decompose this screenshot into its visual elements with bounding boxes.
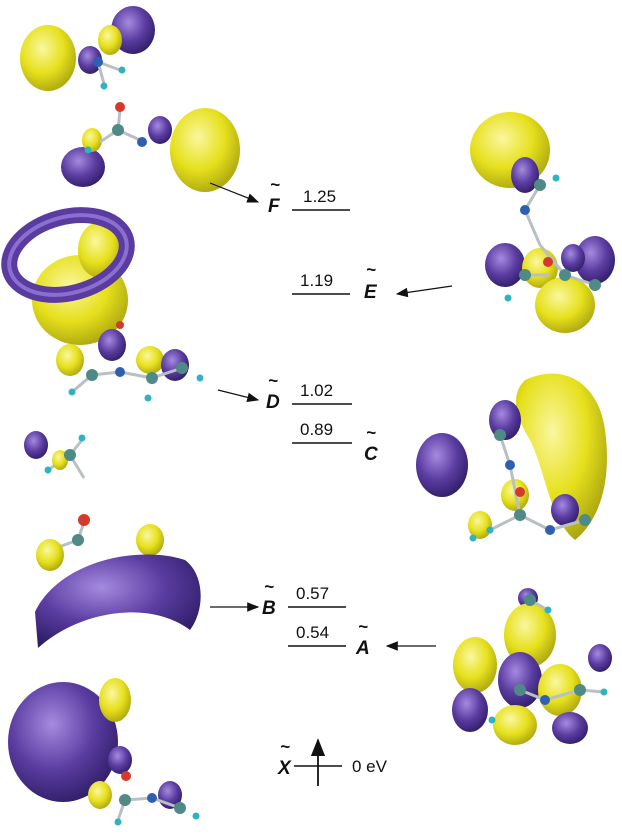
state-X-tilde: ~ bbox=[280, 737, 290, 756]
state-D-energy: 1.02 bbox=[300, 381, 333, 400]
orbital-image-B bbox=[24, 431, 201, 648]
pointer-arrow-E bbox=[395, 285, 453, 298]
state-F-tilde: ~ bbox=[270, 175, 280, 194]
state-E-energy: 1.19 bbox=[300, 271, 333, 290]
state-F-label: F bbox=[268, 196, 281, 217]
state-A: ~ A 0.54 bbox=[288, 617, 370, 659]
state-F: ~ F 1.25 bbox=[268, 175, 350, 217]
state-C-tilde: ~ bbox=[366, 423, 376, 442]
state-B-energy: 0.57 bbox=[296, 584, 329, 603]
state-B: ~ B 0.57 bbox=[262, 577, 346, 619]
state-C: ~ C 0.89 bbox=[292, 420, 378, 465]
orbital-image-A bbox=[452, 588, 612, 745]
state-E-label: E bbox=[364, 282, 378, 303]
orbital-image-C bbox=[416, 373, 607, 542]
state-C-energy: 0.89 bbox=[300, 420, 333, 439]
state-D: ~ D 1.02 bbox=[266, 371, 352, 413]
state-X-label: X bbox=[277, 758, 292, 779]
state-A-tilde: ~ bbox=[358, 617, 368, 636]
pointer-arrow-F bbox=[209, 182, 260, 203]
state-E: ~ E 1.19 bbox=[292, 260, 378, 303]
state-C-label: C bbox=[364, 444, 378, 465]
pointer-arrow-D bbox=[217, 389, 260, 403]
orbital-image-F bbox=[20, 6, 240, 192]
orbital-image-X bbox=[8, 678, 200, 826]
state-D-label: D bbox=[266, 392, 280, 413]
state-F-energy: 1.25 bbox=[303, 187, 336, 206]
state-A-energy: 0.54 bbox=[296, 623, 329, 642]
state-A-label: A bbox=[355, 638, 370, 659]
state-X-energy: 0 eV bbox=[352, 757, 388, 776]
state-B-label: B bbox=[262, 598, 276, 619]
state-X: ~ X 0 eV bbox=[277, 737, 388, 786]
state-D-tilde: ~ bbox=[268, 371, 278, 390]
orbital-image-D bbox=[1, 207, 204, 402]
state-B-tilde: ~ bbox=[264, 577, 274, 596]
state-E-tilde: ~ bbox=[366, 260, 376, 279]
orbital-image-E bbox=[470, 112, 615, 333]
